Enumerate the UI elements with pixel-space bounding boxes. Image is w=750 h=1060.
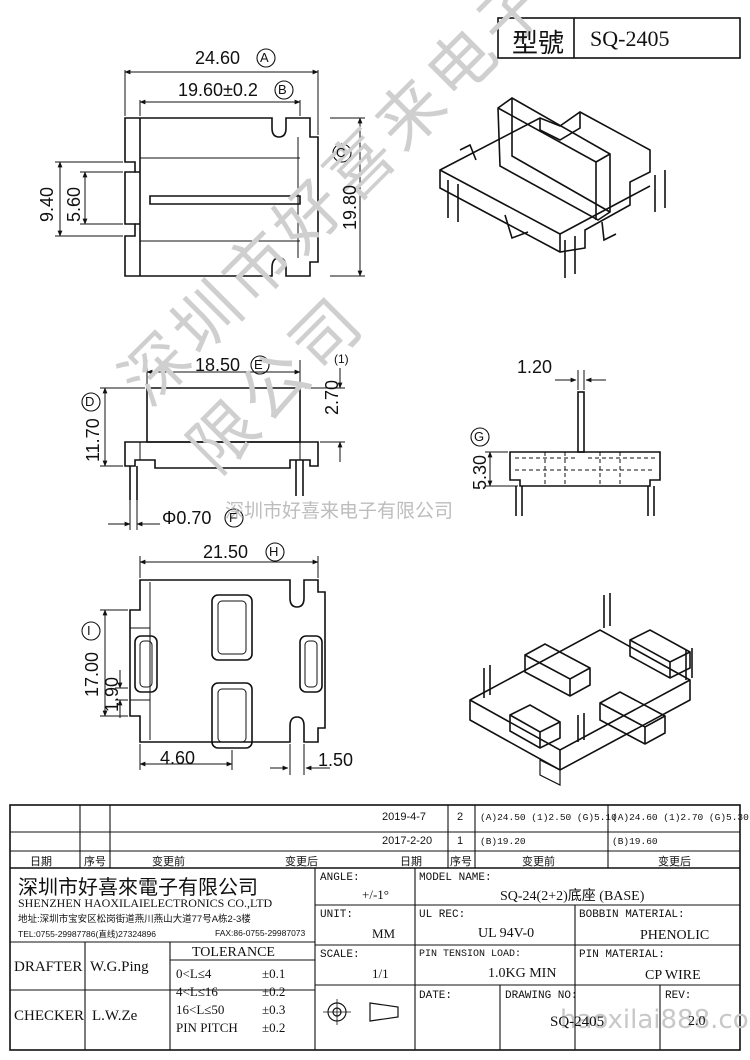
model-name-label: MODEL NAME: [419,872,492,884]
dim-d: 11.70 [83,418,103,462]
dim-i: 17.00 [82,651,102,697]
tolerance-value-1: ±0.1 [262,966,286,981]
bobbin-material-value: PHENOLIC [640,928,710,943]
company-tel: TEL:0755-29987786(直线)27324896 [18,929,156,939]
dim-f1: 2.70 [322,379,342,415]
rev-row-1-after: (A)24.60 (1)2.70 (G)5.30 [612,812,749,823]
tolerance-value-2: ±0.2 [262,984,286,999]
model-name-value: SQ-24(2+2)底座 (BASE) [500,889,645,904]
end-view [509,391,661,516]
rev-row-2-before: (B)19.20 [480,836,526,847]
rev-row-1-no: 2 [457,811,464,823]
dim-f1-note: (1) [334,352,349,366]
dim-c: 19.80 [340,184,360,230]
model-label: 型號 [512,29,565,58]
rev-row-2-no: 1 [457,835,464,847]
end-view-dimensions [485,370,606,487]
drawing-no-value: SQ-2405 [550,1014,605,1030]
rev-header-date: 日期 [30,856,52,868]
angle-value: +/-1° [362,887,389,902]
circle-e: E [254,357,263,372]
circle-h: H [269,544,279,559]
tolerance-range-2: 4<L≤16 [176,984,218,999]
bottom-view-dimensions [100,556,330,775]
date-label: DATE: [419,990,453,1002]
tolerance-value-4: ±0.2 [262,1020,286,1035]
dim-d2: 5.60 [64,186,84,222]
scale-label: SCALE: [320,949,360,961]
dim-j: 1.90 [102,676,122,712]
rev-label: REV: [665,990,692,1002]
model-header-box [497,17,741,59]
top-view [124,117,319,277]
unit-label: UNIT: [320,909,354,921]
pin-material-value: CP WIRE [645,968,701,983]
bobbin-material-label: BOBBIN MATERIAL: [579,909,685,921]
isometric-view-top [439,97,666,278]
pin-material-label: PIN MATERIAL: [579,949,665,961]
circle-a: A [260,50,269,65]
rev-header-before-2: 变更前 [522,856,555,868]
drafter-value: W.G.Ping [90,959,149,975]
rev-header-date-2: 日期 [400,856,422,868]
circle-f: F [229,510,237,525]
rev-header-before: 变更前 [152,856,185,868]
dim-d1: 9.40 [37,186,57,222]
ul-rec-label: UL REC: [419,909,466,921]
rev-header-no-2: 序号 [450,856,472,868]
projection-symbol [323,999,399,1025]
isometric-view-bottom [469,593,693,786]
tolerance-value-3: ±0.3 [262,1002,286,1017]
checker-value: L.W.Ze [92,1008,138,1024]
unit-value: MM [372,926,396,941]
rev-row-2-date: 2017-2-20 [382,835,433,847]
tolerance-range-3: 16<L≤50 [176,1002,225,1017]
ul-rec-value: UL 94V-0 [478,926,535,941]
tolerance-range-1: 0<L≤4 [176,966,212,981]
rev-row-2-after: (B)19.60 [612,836,658,847]
dim-e: 18.50 [195,355,241,375]
circle-g: G [474,429,485,444]
rev-header-no: 序号 [84,856,106,868]
rev-row-1-date: 2019-4-7 [382,811,427,823]
company-fax: FAX:86-0755-29987073 [215,928,306,938]
tolerance-range-4: PIN PITCH [176,1020,238,1035]
circle-c: C [336,145,346,160]
rev-header-after: 变更后 [285,856,318,868]
side-view [124,387,319,500]
title-block-grid [9,804,741,1051]
tolerance-label: TOLERANCE [192,945,275,960]
scale-value: 1/1 [372,966,389,981]
dim-w: 1.20 [517,357,553,377]
pin-tension-value: 1.0KG MIN [488,966,557,981]
dim-h: 21.50 [203,542,249,562]
dimension-circles [81,48,490,641]
dim-l: 1.50 [318,750,354,770]
pin-tension-label: PIN TENSION LOAD: [419,949,522,960]
dim-pin-dia: Φ0.70 [162,508,212,528]
rev-header-after-2: 变更后 [658,856,691,868]
checker-label: CHECKER [14,1008,85,1024]
drawing-no-label: DRAWING NO: [505,990,578,1002]
rev-value: 2.0 [688,1014,706,1029]
company-name-en: SHENZHEN HAOXILAIELECTRONICS CO.,LTD [18,896,273,910]
drafter-label: DRAFTER [14,959,83,975]
dim-b: 19.60±0.2 [178,80,258,100]
company-address: 地址:深圳市宝安区松岗街道燕川燕山大道77号A栋2-3楼 [18,914,251,925]
circle-i: I [87,623,91,638]
top-view-dimensions [55,69,365,277]
rev-row-1-before: (A)24.50 (1)2.50 (G)5.10 [480,812,617,823]
bottom-view [129,579,326,749]
dim-a: 24.60 [195,48,241,68]
model-value: SQ-2405 [590,26,670,51]
angle-label: ANGLE: [320,872,360,884]
side-view-dimensions [100,360,345,530]
dim-k: 4.60 [160,748,196,768]
circle-b: B [278,82,287,97]
circle-d: D [85,394,95,409]
dim-g: 5.30 [470,454,490,490]
company-name-cn: 深圳市好喜來電子有限公司 [18,875,258,899]
